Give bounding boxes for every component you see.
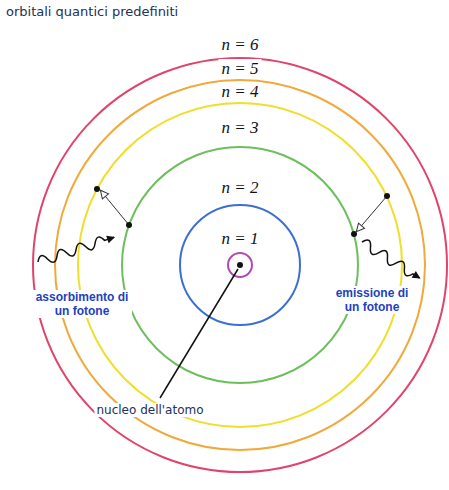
orbit-number: n = 1: [219, 229, 262, 249]
orbit-number: n = 4: [219, 82, 262, 102]
electron: [351, 231, 357, 237]
orbit-5: [55, 80, 425, 450]
jump-arrow: [357, 196, 387, 231]
orbit-4: [78, 103, 402, 427]
nucleus-label: nucleo dell'atomo: [94, 403, 205, 417]
photon-wave: [36, 233, 115, 267]
photon-wave: [359, 238, 422, 283]
title: orbitali quantici predefiniti: [6, 4, 178, 19]
electron: [126, 222, 132, 228]
orbit-3: [122, 147, 358, 383]
photon-label: emissione di un fotone: [329, 286, 415, 314]
orbit-number: n = 5: [219, 59, 262, 79]
photon-label: assorbimento di un fotone: [32, 290, 132, 318]
nucleus: [237, 262, 243, 268]
orbits: [33, 58, 447, 472]
orbit-number: n = 3: [219, 118, 262, 138]
jump-arrow: [101, 191, 129, 225]
electron: [384, 193, 390, 199]
orbit-2: [180, 205, 300, 325]
orbit-6: [33, 58, 447, 472]
orbit-number: n = 6: [219, 35, 262, 55]
orbit-number: n = 2: [219, 178, 262, 198]
leader-line: [160, 269, 238, 398]
orbit-1: [228, 253, 252, 277]
electron: [94, 186, 100, 192]
